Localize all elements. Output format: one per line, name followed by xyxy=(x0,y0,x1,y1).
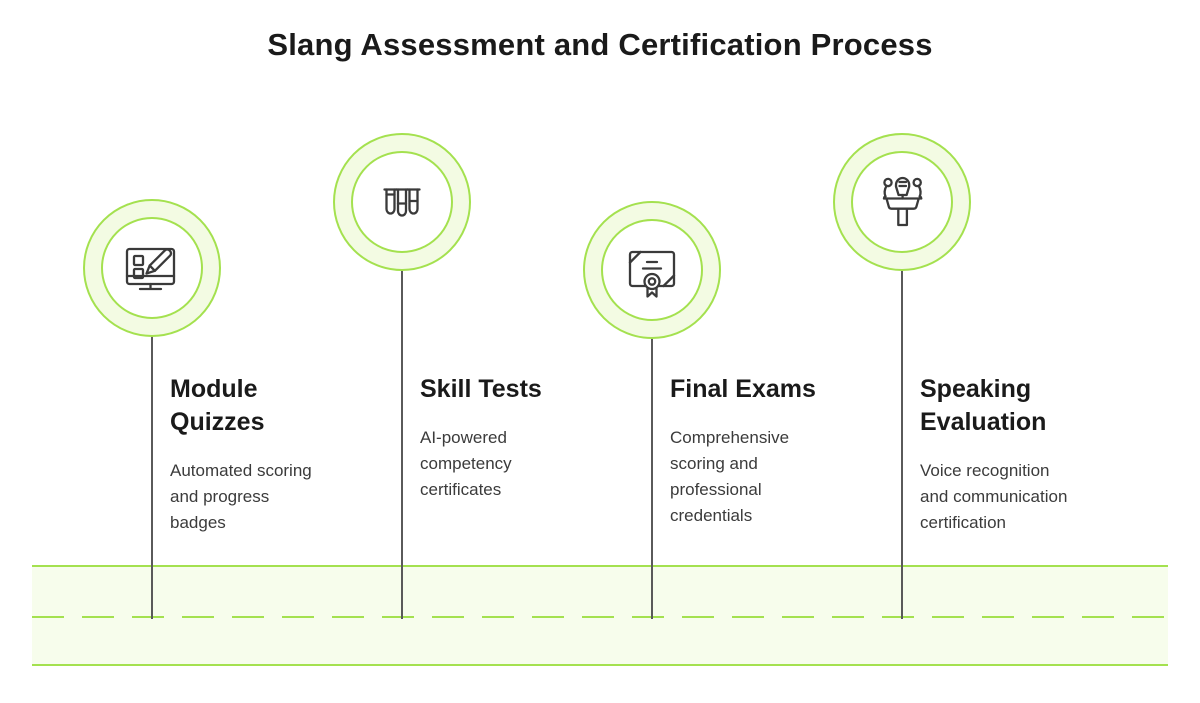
milestone-ring xyxy=(583,201,721,339)
certificate-icon xyxy=(628,250,676,298)
milestone-ring xyxy=(333,133,471,271)
milestone-description: Comprehensive scoring and professional c… xyxy=(670,428,790,525)
milestone-heading: Speaking Evaluation xyxy=(920,375,1047,436)
connector-line xyxy=(651,339,653,619)
timeline-road xyxy=(32,565,1168,666)
milestone-inner-circle xyxy=(851,151,953,253)
milestone-ring xyxy=(83,199,221,337)
milestone-inner-circle xyxy=(101,217,203,319)
milestone-text: Final Exams Comprehensive scoring and pr… xyxy=(670,373,878,529)
connector-line xyxy=(401,271,403,619)
milestone-ring xyxy=(833,133,971,271)
milestone-heading: Skill Tests xyxy=(420,375,542,403)
test-tubes-icon xyxy=(383,188,421,217)
milestone-inner-circle xyxy=(601,219,703,321)
milestone-text: Skill Tests AI-powered competency certif… xyxy=(420,373,628,503)
milestone-description: Automated scoring and progress badges xyxy=(170,461,312,532)
page-title: Slang Assessment and Certification Proce… xyxy=(267,27,933,62)
milestone-text: Module Quizzes Automated scoring and pro… xyxy=(170,373,378,536)
computer-quiz-pencil-icon xyxy=(125,247,176,291)
connector-line xyxy=(901,271,903,619)
milestone-description: AI-powered competency certificates xyxy=(420,428,512,499)
milestone-heading: Module Quizzes xyxy=(170,375,265,436)
milestone-heading: Final Exams xyxy=(670,375,816,403)
connector-line xyxy=(151,337,153,619)
milestone-description: Voice recognition and communication cert… xyxy=(920,461,1068,532)
podium-microphone-icon xyxy=(882,176,923,227)
milestone-inner-circle xyxy=(351,151,453,253)
road-dashed-center-line xyxy=(32,616,1168,618)
milestone-text: Speaking Evaluation Voice recognition an… xyxy=(920,373,1128,536)
